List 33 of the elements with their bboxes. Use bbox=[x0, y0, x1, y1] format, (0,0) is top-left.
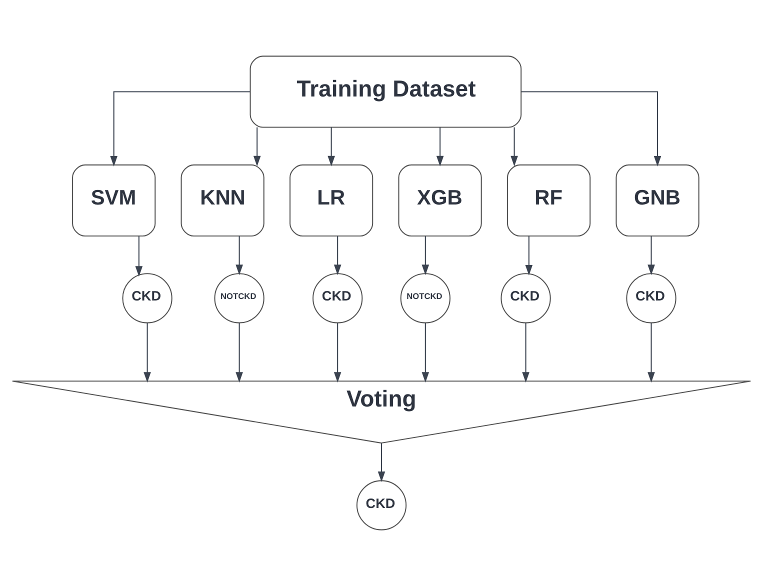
node-circle: NOTCKD bbox=[400, 272, 450, 323]
node-circle: NOTCKD bbox=[214, 272, 264, 323]
node-circle: CKD bbox=[122, 272, 172, 323]
arrow bbox=[334, 322, 342, 382]
arrow bbox=[236, 322, 243, 382]
node-box: XGB bbox=[398, 164, 482, 236]
arrow bbox=[525, 236, 533, 275]
arrow bbox=[334, 236, 342, 275]
arrow bbox=[436, 126, 444, 166]
arrow bbox=[648, 322, 655, 382]
node-circle: CKD bbox=[500, 272, 551, 323]
node-box: RF bbox=[506, 164, 591, 236]
node-circle: CKD bbox=[626, 272, 676, 323]
node-box: SVM bbox=[72, 164, 156, 236]
arrow bbox=[422, 322, 430, 382]
node-box: KNN bbox=[180, 164, 264, 236]
arrow bbox=[253, 126, 261, 166]
arrow bbox=[236, 236, 243, 275]
node-box: GNB bbox=[616, 164, 700, 236]
arrow bbox=[422, 236, 430, 275]
node-box: Training Dataset bbox=[250, 55, 522, 128]
arrow bbox=[110, 90, 250, 166]
arrow bbox=[135, 236, 143, 276]
node-circle: CKD bbox=[312, 272, 363, 323]
arrow bbox=[510, 126, 518, 166]
arrow bbox=[522, 322, 530, 382]
node-box: LR bbox=[290, 164, 374, 236]
arrow bbox=[521, 90, 662, 166]
arrow bbox=[378, 442, 386, 482]
arrow bbox=[648, 236, 655, 275]
arrow bbox=[144, 322, 151, 382]
node-circle: CKD bbox=[356, 480, 407, 530]
arrow bbox=[328, 126, 335, 166]
